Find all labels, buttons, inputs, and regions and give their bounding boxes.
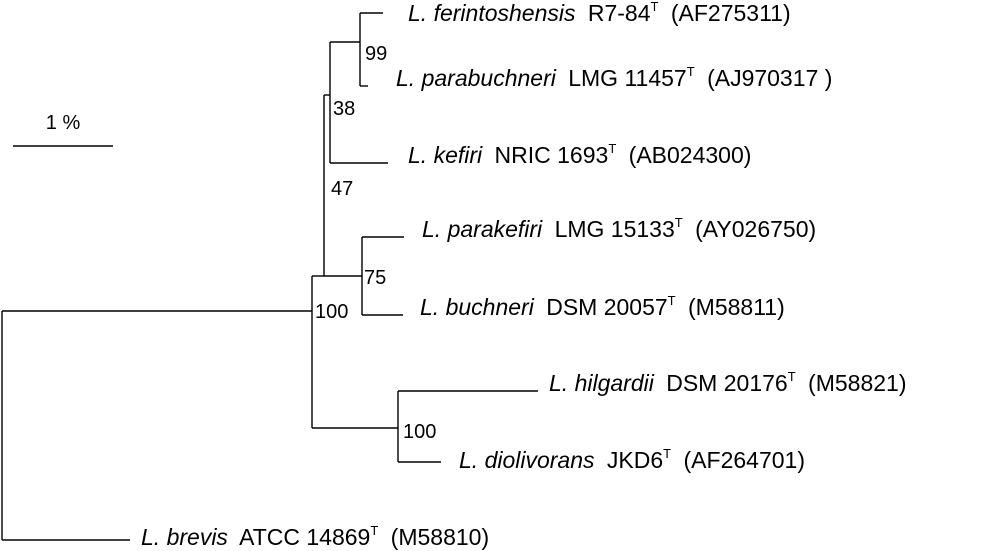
bootstrap-75: 75 xyxy=(364,267,386,289)
accession-number: (M58810) xyxy=(391,524,489,550)
taxon-labels: L. ferintoshensis R7-84T (AF275311) L. p… xyxy=(141,0,906,550)
taxon-label-hilgardii: L. hilgardii DSM 20176T (M58821) xyxy=(549,360,906,396)
type-strain-mark: T xyxy=(651,0,659,14)
species-name: L. ferintoshensis xyxy=(408,0,576,26)
strain-name: LMG 11457 xyxy=(568,65,686,91)
accession-number: (AJ970317 ) xyxy=(707,65,832,91)
accession-number: (AF275311) xyxy=(671,0,791,26)
taxon-label-parabuchneri: L. parabuchneri LMG 11457T (AJ970317 ) xyxy=(396,55,832,91)
accession-number: (AF264701) xyxy=(684,447,805,473)
type-strain-mark: T xyxy=(370,523,378,538)
species-name: L. parakefiri xyxy=(422,216,543,242)
tree-branches xyxy=(1,12,538,541)
bootstrap-38: 38 xyxy=(333,98,355,120)
accession-number: (M58821) xyxy=(808,370,906,396)
taxon-label-ferintoshensis: L. ferintoshensis R7-84T (AF275311) xyxy=(408,0,791,26)
strain-name: DSM 20057 xyxy=(546,294,667,320)
species-name: L. brevis xyxy=(141,524,228,550)
species-name: L. diolivorans xyxy=(459,447,595,473)
taxon-label-diolivorans: L. diolivorans JKD6T (AF264701) xyxy=(459,437,805,473)
taxon-label-kefiri: L. kefiri NRIC 1693T (AB024300) xyxy=(408,132,751,168)
taxon-label-parakefiri: L. parakefiri LMG 15133T (AY026750) xyxy=(422,206,816,242)
type-strain-mark: T xyxy=(668,293,676,308)
bootstrap-100-hd: 100 xyxy=(403,421,436,443)
bootstrap-47: 47 xyxy=(331,178,353,200)
bootstrap-100-main: 100 xyxy=(315,301,348,323)
strain-name: LMG 15133 xyxy=(555,216,675,242)
scale-bar: 1 % xyxy=(13,112,113,147)
type-strain-mark: T xyxy=(663,446,671,461)
species-name: L. hilgardii xyxy=(549,370,655,396)
bootstrap-99: 99 xyxy=(365,43,387,65)
scale-bar-label: 1 % xyxy=(46,112,81,134)
accession-number: (AB024300) xyxy=(629,142,752,168)
type-strain-mark: T xyxy=(608,141,616,156)
accession-number: (AY026750) xyxy=(695,216,816,242)
taxon-label-buchneri: L. buchneri DSM 20057T (M58811) xyxy=(420,284,785,320)
strain-name: NRIC 1693 xyxy=(495,142,609,168)
type-strain-mark: T xyxy=(687,64,695,79)
type-strain-mark: T xyxy=(675,215,683,230)
species-name: L. buchneri xyxy=(420,294,535,320)
species-name: L. parabuchneri xyxy=(396,65,557,91)
strain-name: ATCC 14869 xyxy=(239,524,370,550)
type-strain-mark: T xyxy=(788,369,796,384)
strain-name: R7-84 xyxy=(588,0,651,26)
strain-name: DSM 20176 xyxy=(666,370,787,396)
bootstrap-values: 99 38 47 75 100 100 xyxy=(315,43,436,443)
species-name: L. kefiri xyxy=(408,142,483,168)
accession-number: (M58811) xyxy=(688,294,785,320)
strain-name: JKD6 xyxy=(607,447,663,473)
taxon-label-brevis: L. brevis ATCC 14869T (M58810) xyxy=(141,514,489,550)
